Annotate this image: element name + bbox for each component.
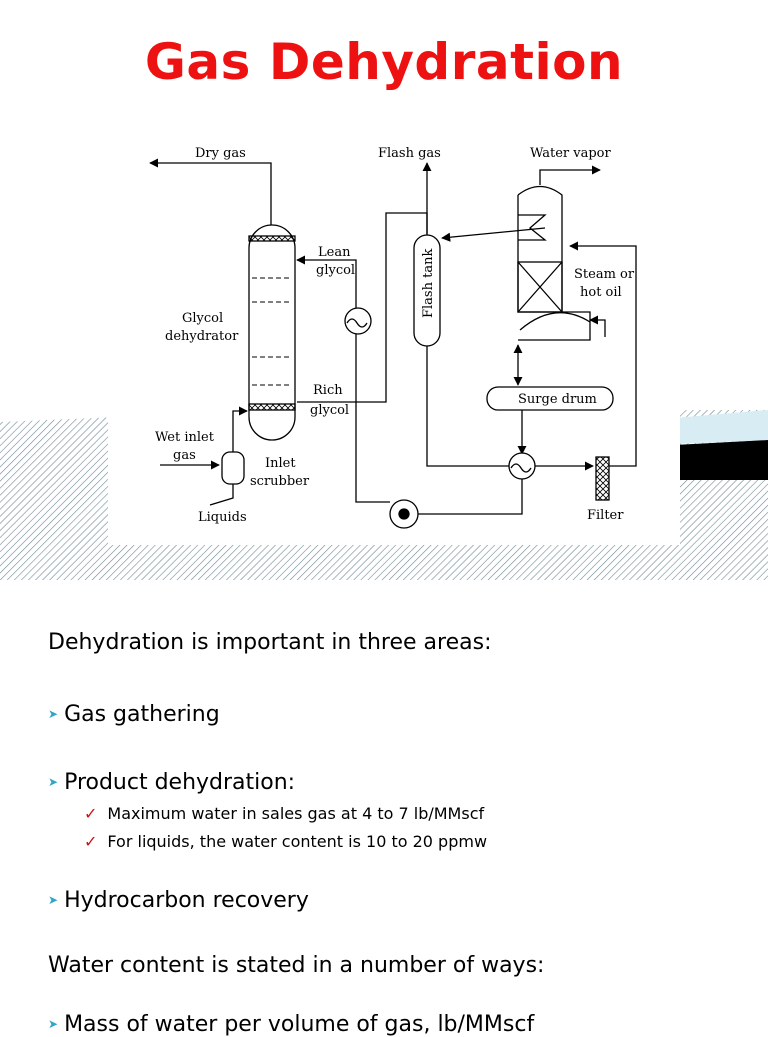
checkmark-icon: ✓	[84, 804, 98, 823]
packing-section	[517, 261, 563, 313]
glycol-heat-exchanger	[344, 307, 372, 335]
filter-element	[595, 456, 610, 501]
glycol-dehydrator-column	[248, 224, 296, 441]
hx-symbol	[346, 318, 368, 328]
bullet-gas-gathering: ➤ Gas gathering	[48, 702, 220, 727]
packing-cross	[517, 261, 563, 313]
sub-bullet-text: For liquids, the water content is 10 to …	[107, 832, 488, 851]
sub-bullet-liquids: ✓ For liquids, the water content is 10 to…	[84, 832, 487, 851]
filter-return-line	[569, 241, 637, 467]
label-scrubber: scrubber	[250, 474, 310, 489]
reflux-coil	[518, 214, 547, 241]
label-lean: Lean	[318, 245, 351, 260]
lean-rich-hx-symbol	[510, 463, 532, 473]
water-content-text: Water content is stated in a number of w…	[48, 953, 545, 978]
trays	[252, 277, 292, 386]
dehydration-process-diagram: Dry gas Flash gas Water vapor Lean glyco…	[149, 146, 637, 529]
bullet-text: Product dehydration:	[64, 770, 296, 795]
surge-drum	[486, 386, 614, 411]
arrow-bullet-icon: ➤	[48, 1017, 59, 1031]
regenerator-top	[517, 185, 563, 312]
bullet-text: Hydrocarbon recovery	[64, 888, 309, 913]
label-inlet: Inlet	[265, 456, 296, 471]
label-steam-or: Steam or	[574, 267, 635, 282]
bullet-hydrocarbon-recovery: ➤ Hydrocarbon recovery	[48, 888, 309, 913]
lean-glycol-line	[296, 255, 357, 310]
sub-bullet-sales-gas: ✓ Maximum water in sales gas at 4 to 7 lb…	[84, 804, 484, 823]
scrubber-gas-line	[232, 406, 248, 452]
arrow-bullet-icon: ➤	[48, 707, 59, 721]
label-glycol-lean: glycol	[316, 263, 355, 278]
dry-gas-line	[149, 158, 272, 225]
label-glycol: Glycol	[182, 311, 223, 326]
water-vapor-line	[539, 165, 601, 185]
label-dry-gas: Dry gas	[195, 146, 246, 161]
label-hot-oil: hot oil	[580, 285, 622, 300]
arrow-bullet-icon: ➤	[48, 775, 59, 789]
arrow-bullet-icon: ➤	[48, 893, 59, 907]
label-glycol-rich: glycol	[310, 403, 349, 418]
sub-bullet-text: Maximum water in sales gas at 4 to 7 lb/…	[107, 804, 485, 823]
reboiler-shell	[519, 312, 591, 331]
label-dehydrator: dehydrator	[165, 329, 239, 344]
label-filter: Filter	[587, 508, 624, 523]
exchanger-to-pump-line	[418, 479, 523, 515]
intro-text: Dehydration is important in three areas:	[48, 630, 492, 655]
mist-pad-bottom	[248, 403, 296, 411]
bullet-text: Gas gathering	[64, 702, 220, 727]
bullet-mass-of-water: ➤ Mass of water per volume of gas, lb/MMs…	[48, 1012, 534, 1037]
label-rich: Rich	[313, 383, 343, 398]
inlet-scrubber	[221, 451, 245, 485]
checkmark-icon: ✓	[84, 832, 98, 851]
flash-tank-bottoms-line	[426, 346, 510, 467]
pump-discharge-line	[355, 334, 390, 503]
label-flash-gas: Flash gas	[378, 146, 441, 161]
bullet-text: Mass of water per volume of gas, lb/MMsc…	[64, 1012, 535, 1037]
label-water-vapor: Water vapor	[530, 146, 611, 161]
bullet-product-dehydration: ➤ Product dehydration:	[48, 770, 295, 795]
label-liquids: Liquids	[198, 510, 247, 525]
liquids-line	[209, 484, 234, 506]
label-flash-tank: Flash tank	[421, 249, 436, 318]
steam-inlet	[589, 315, 606, 337]
pump-impeller	[398, 508, 410, 520]
slide-title: Gas Dehydration	[144, 33, 624, 91]
label-surge-drum: Surge drum	[518, 392, 597, 407]
coil-to-flash-line	[441, 227, 546, 242]
label-gas: gas	[173, 448, 196, 463]
mist-pad-top	[248, 235, 296, 242]
label-wet-inlet: Wet inlet	[155, 430, 215, 445]
